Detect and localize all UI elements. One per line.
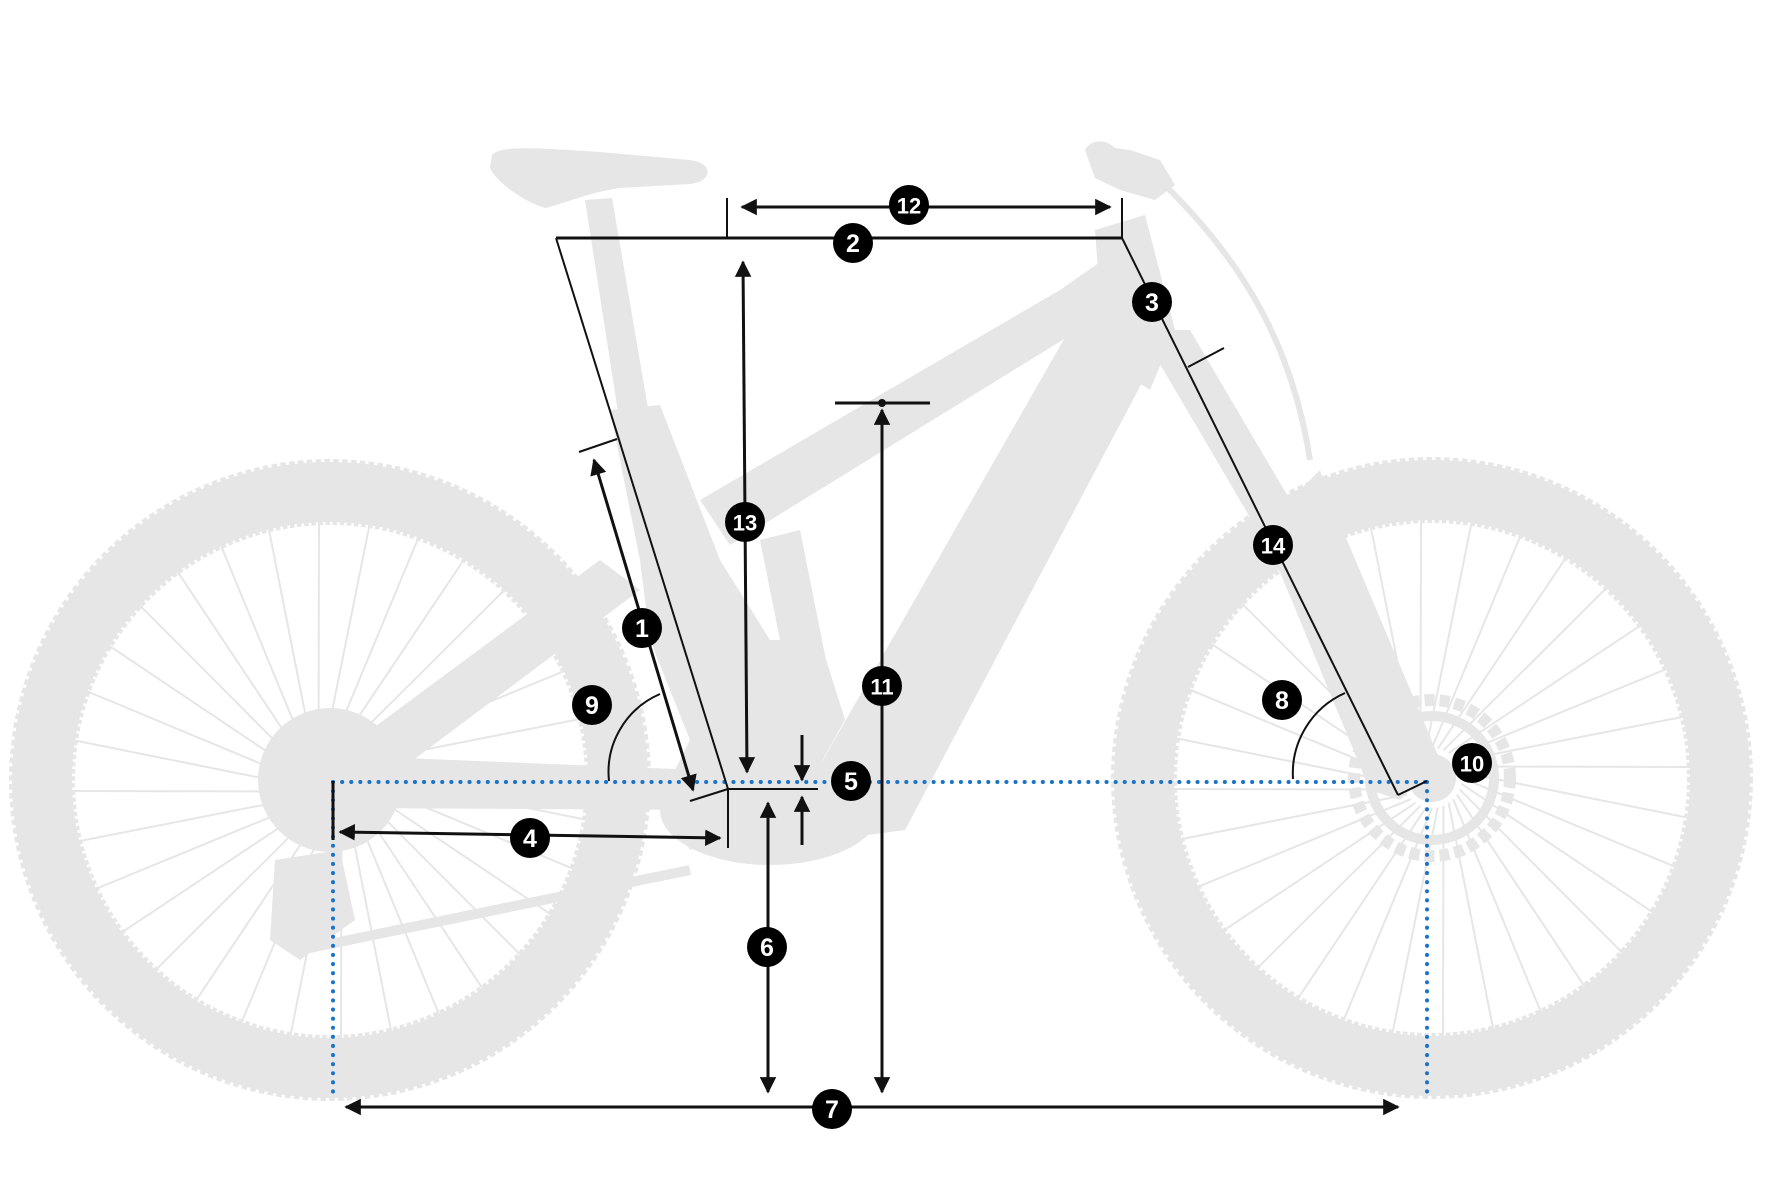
badge-7: 7	[812, 1089, 852, 1129]
spoke	[1461, 771, 1688, 819]
svg-text:2: 2	[846, 230, 860, 258]
svg-text:7: 7	[825, 1096, 839, 1124]
svg-text:5: 5	[844, 768, 858, 796]
svg-text:12: 12	[897, 194, 921, 219]
badge-9: 9	[572, 685, 612, 725]
badge-11: 11	[862, 666, 902, 706]
seat-tube-tick	[578, 438, 618, 453]
handlebar	[1085, 141, 1175, 200]
spoke	[1460, 783, 1653, 913]
spoke	[1391, 807, 1439, 1034]
svg-text:14: 14	[1261, 534, 1286, 559]
spoke	[1431, 535, 1522, 749]
badge-13: 13	[725, 502, 765, 542]
spoke	[1459, 788, 1623, 954]
steering-axis-line	[1121, 237, 1399, 796]
badges: 1 2 3 4 5 6 7 8 9 10 11 12 13 14	[510, 185, 1492, 1129]
spoke	[1442, 587, 1608, 751]
front-wheel	[1111, 457, 1753, 1099]
svg-text:6: 6	[760, 934, 774, 962]
bb-tick	[689, 788, 729, 802]
fork	[1140, 330, 1440, 800]
spoke	[1437, 557, 1567, 750]
spoke	[1181, 793, 1408, 841]
head-tube-tick	[1187, 347, 1225, 368]
spoke	[1448, 624, 1641, 754]
badge-3: 3	[1132, 282, 1172, 322]
badge-5: 5	[831, 761, 871, 801]
svg-text:1: 1	[635, 615, 649, 643]
spoke	[1342, 807, 1433, 1021]
badge-2: 2	[833, 223, 873, 263]
spoke	[1452, 798, 1542, 1013]
badge-8: 8	[1262, 680, 1302, 720]
svg-text:11: 11	[870, 675, 893, 700]
spoke	[1425, 522, 1473, 749]
cassette	[258, 708, 402, 852]
badge-1: 1	[622, 608, 662, 648]
head-angle-arc	[1291, 692, 1346, 780]
seatpost	[585, 198, 650, 425]
badge-10: 10	[1452, 743, 1492, 783]
fork-offset-line	[1397, 780, 1428, 796]
badge-6: 6	[747, 927, 787, 967]
spoke	[1256, 805, 1422, 969]
standover-point	[878, 399, 886, 407]
svg-text:4: 4	[523, 825, 537, 853]
top-tube	[700, 255, 1140, 545]
svg-text:9: 9	[585, 692, 599, 720]
svg-text:8: 8	[1275, 687, 1289, 715]
spoke	[1297, 806, 1427, 999]
svg-text:10: 10	[1460, 752, 1484, 777]
badge-14: 14	[1253, 525, 1293, 565]
spoke	[1197, 798, 1412, 888]
badge-4: 4	[510, 818, 550, 858]
spoke	[1223, 802, 1416, 932]
saddle	[490, 148, 708, 208]
spoke	[1456, 794, 1586, 987]
svg-text:13: 13	[733, 511, 757, 536]
seatstay	[330, 560, 640, 800]
spoke	[1461, 777, 1675, 868]
rear-shock	[760, 530, 830, 690]
badge-12: 12	[889, 185, 929, 225]
spoke	[1456, 715, 1683, 763]
svg-text:3: 3	[1145, 289, 1159, 317]
derailleur	[270, 850, 355, 960]
spoke	[1447, 802, 1495, 1029]
spoke	[1452, 668, 1667, 758]
